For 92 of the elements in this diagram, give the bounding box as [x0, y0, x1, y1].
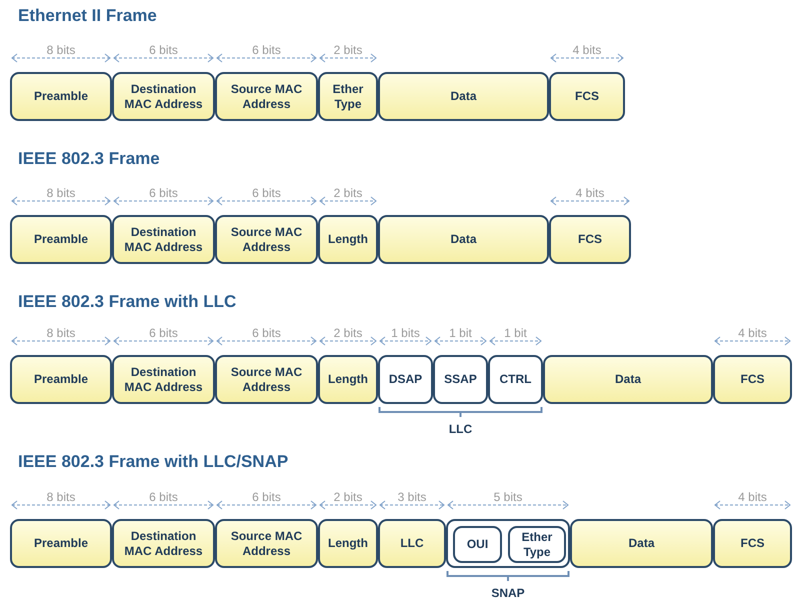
field-label: Destination MAC Address: [123, 82, 204, 112]
bit-width-label: 6 bits: [252, 43, 281, 57]
field-box: [433, 355, 488, 404]
bit-width-label: 4 bits: [738, 490, 767, 504]
field-box: [10, 355, 112, 404]
frame-heading: IEEE 802.3 Frame: [18, 148, 160, 170]
frame-heading: IEEE 802.3 Frame with LLC/SNAP: [18, 451, 288, 473]
field-box: [713, 519, 792, 568]
field-label: Length: [327, 536, 369, 551]
frame-heading: IEEE 802.3 Frame with LLC: [18, 291, 236, 313]
field-box: [713, 355, 792, 404]
field-label: Source MAC Address: [230, 528, 304, 558]
field-label: CTRL: [498, 372, 532, 387]
bracket-label: LLC: [448, 421, 472, 438]
bit-width-label: 3 bits: [398, 490, 426, 504]
bit-width-label: 2 bits: [334, 326, 362, 340]
bit-width-label: 6 bits: [149, 326, 178, 340]
group-box: [446, 519, 570, 568]
field-box: [378, 355, 433, 404]
field-label: Data: [449, 89, 478, 104]
bit-width-label: 8 bits: [46, 186, 76, 200]
bit-width-label: 1 bit: [504, 326, 527, 340]
bit-width-label: 8 bits: [46, 43, 76, 57]
bit-width-label: 4 bits: [576, 186, 604, 200]
field-label: Preamble: [32, 232, 90, 247]
field-label: Source MAC Address: [230, 82, 304, 112]
field-box: [112, 355, 215, 404]
field-box: [10, 215, 112, 264]
bit-width-label: 6 bits: [252, 326, 281, 340]
bit-width-label: 4 bits: [738, 326, 767, 340]
bit-width-label: 4 bits: [572, 43, 602, 57]
bit-width-label: 6 bits: [252, 186, 281, 200]
field-box: [215, 519, 318, 568]
field-label: Data: [614, 372, 642, 387]
field-label: FCS: [574, 89, 600, 104]
field-label: Destination MAC Address: [123, 528, 204, 558]
field-label: Ether Type: [332, 82, 364, 112]
bit-width-label: 1 bit: [449, 326, 472, 340]
field-label: Ether Type: [520, 530, 554, 560]
field-box: [112, 519, 215, 568]
bit-width-label: 6 bits: [149, 490, 178, 504]
field-label: Source MAC Address: [230, 364, 304, 394]
field-box: [215, 72, 318, 121]
field-label: FCS: [577, 232, 603, 247]
field-box: [508, 526, 566, 563]
field-box: [378, 215, 549, 264]
bit-width-label: 8 bits: [46, 490, 76, 504]
field-box: [378, 519, 446, 568]
field-box: [10, 519, 112, 568]
field-label: Preamble: [32, 372, 90, 387]
bit-width-label: 8 bits: [46, 326, 76, 340]
field-box: [543, 355, 713, 404]
field-label: Preamble: [32, 89, 90, 104]
field-label: Length: [327, 232, 369, 247]
field-label: DSAP: [388, 372, 424, 387]
field-box: [549, 72, 625, 121]
field-box: [378, 72, 549, 121]
field-box: [215, 355, 318, 404]
field-label: LLC: [399, 536, 425, 551]
field-box: [549, 215, 631, 264]
bit-width-label: 2 bits: [334, 186, 362, 200]
bit-width-label: 6 bits: [149, 43, 178, 57]
field-label: Length: [327, 372, 369, 387]
field-box: [318, 355, 378, 404]
field-label: Data: [449, 232, 478, 247]
bit-width-label: 2 bits: [334, 43, 362, 57]
field-box: [318, 519, 378, 568]
bit-width-label: 1 bits: [391, 326, 420, 340]
field-label: Data: [627, 536, 656, 551]
field-box: [570, 519, 713, 568]
field-box: [10, 72, 112, 121]
frame-heading: Ethernet II Frame: [18, 5, 157, 27]
field-label: Destination MAC Address: [123, 224, 204, 254]
field-label: SSAP: [443, 372, 478, 387]
field-label: FCS: [740, 372, 766, 387]
field-box: [453, 526, 502, 563]
field-label: FCS: [740, 536, 766, 551]
field-box: [112, 215, 215, 264]
bit-width-label: 2 bits: [334, 490, 362, 504]
field-box: [488, 355, 543, 404]
field-box: [112, 72, 215, 121]
bit-width-label: 6 bits: [252, 490, 281, 504]
field-label: Source MAC Address: [230, 224, 304, 254]
field-label: OUI: [466, 537, 490, 552]
field-box: [318, 215, 378, 264]
bracket-label: SNAP: [491, 585, 525, 602]
field-label: Preamble: [32, 536, 90, 551]
field-box: [318, 72, 378, 121]
bit-width-label: 6 bits: [149, 186, 178, 200]
bit-width-label: 5 bits: [494, 490, 522, 504]
field-label: Destination MAC Address: [123, 364, 204, 394]
field-box: [215, 215, 318, 264]
